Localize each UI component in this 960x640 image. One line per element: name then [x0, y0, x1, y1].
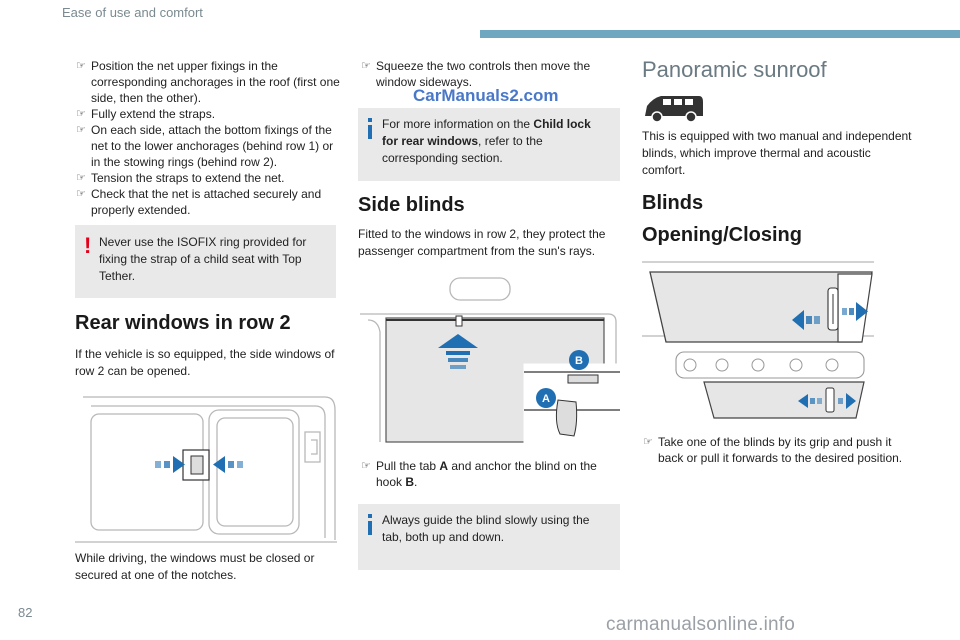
window-steps-list: ☞Squeeze the two controls then move the …: [360, 58, 618, 90]
info-i-icon: [368, 118, 373, 168]
side-blind-illustration: B A: [360, 277, 620, 448]
warning-box: ! Never use the ISOFIX ring provided for…: [75, 225, 336, 298]
pointing-finger-icon: ☞: [76, 108, 86, 120]
right-arrow-icon: [842, 302, 868, 321]
left-arrow-icon: [792, 310, 820, 330]
warning-text: Never use the ISOFIX ring provided for f…: [99, 235, 307, 283]
rear-windows-intro: If the vehicle is so equipped, the side …: [75, 347, 335, 378]
list-item: ☞Position the net upper fixings in the c…: [76, 59, 340, 105]
sunroof-illustration: [642, 261, 874, 419]
info-box: For more information on the Child lock f…: [358, 108, 620, 181]
list-item: ☞Take one of the blinds by its grip and …: [643, 435, 903, 465]
left-arrow-icon: [798, 394, 822, 408]
label-b: B: [575, 355, 583, 367]
sunroof-intro: This is equipped with two manual and ind…: [642, 129, 912, 177]
heading-rear-windows: Rear windows in row 2: [75, 312, 291, 334]
right-arrow-icon: [838, 393, 856, 409]
tip-text: Always guide the blind slowly using the …: [382, 513, 590, 544]
header-accent-bar: [480, 30, 960, 38]
right-arrow-icon: [213, 456, 243, 473]
footer-url: carmanualsonline.info: [606, 614, 796, 635]
label-a-badge: [536, 388, 556, 408]
net-steps-list: ☞Position the net upper fixings in the c…: [75, 58, 340, 218]
list-item: ☞On each side, attach the bottom fixings…: [76, 123, 334, 169]
pointing-finger-icon: ☞: [76, 124, 86, 136]
left-arrow-icon: [155, 456, 185, 473]
heading-opening-closing: Opening/Closing: [642, 224, 802, 246]
list-item: ☞Tension the straps to extend the net.: [76, 171, 285, 185]
pointing-finger-icon: ☞: [361, 460, 371, 472]
info-i-icon: [368, 514, 373, 554]
section-header: Ease of use and comfort: [62, 5, 203, 20]
list-item: ☞Check that the net is attached securely…: [76, 187, 322, 217]
side-blinds-intro: Fitted to the windows in row 2, they pro…: [358, 227, 606, 258]
list-item: ☞Squeeze the two controls then move the …: [361, 59, 591, 89]
pointing-finger-icon: ☞: [361, 60, 371, 72]
list-item: ☞Fully extend the straps.: [76, 107, 216, 121]
blind-steps-list: ☞Pull the tab A and anchor the blind on …: [360, 458, 618, 490]
heading-panoramic-sunroof: Panoramic sunroof: [642, 57, 827, 82]
sunroof-steps-list: ☞Take one of the blinds by its grip and …: [642, 434, 908, 466]
heading-side-blinds: Side blinds: [358, 194, 465, 216]
label-a: A: [542, 393, 550, 405]
tip-box: Always guide the blind slowly using the …: [358, 504, 620, 570]
rear-windows-closing: While driving, the windows must be close…: [75, 551, 315, 582]
pointing-finger-icon: ☞: [76, 188, 86, 200]
pointing-finger-icon: ☞: [643, 436, 653, 448]
page-number: 82: [18, 605, 33, 620]
info-text: For more information on the Child lock f…: [382, 117, 591, 165]
heading-blinds: Blinds: [642, 192, 704, 214]
pointing-finger-icon: ☞: [76, 60, 86, 72]
label-b-badge: [569, 350, 589, 370]
rear-window-illustration: [75, 396, 337, 543]
exclamation-icon: !: [84, 233, 92, 258]
watermark-text: CarManuals2.com: [413, 86, 559, 105]
pointing-finger-icon: ☞: [76, 172, 86, 184]
list-item: ☞Pull the tab A and anchor the blind on …: [361, 459, 597, 489]
vehicle-icon: [645, 96, 703, 123]
up-arrow-icon: [438, 334, 478, 369]
